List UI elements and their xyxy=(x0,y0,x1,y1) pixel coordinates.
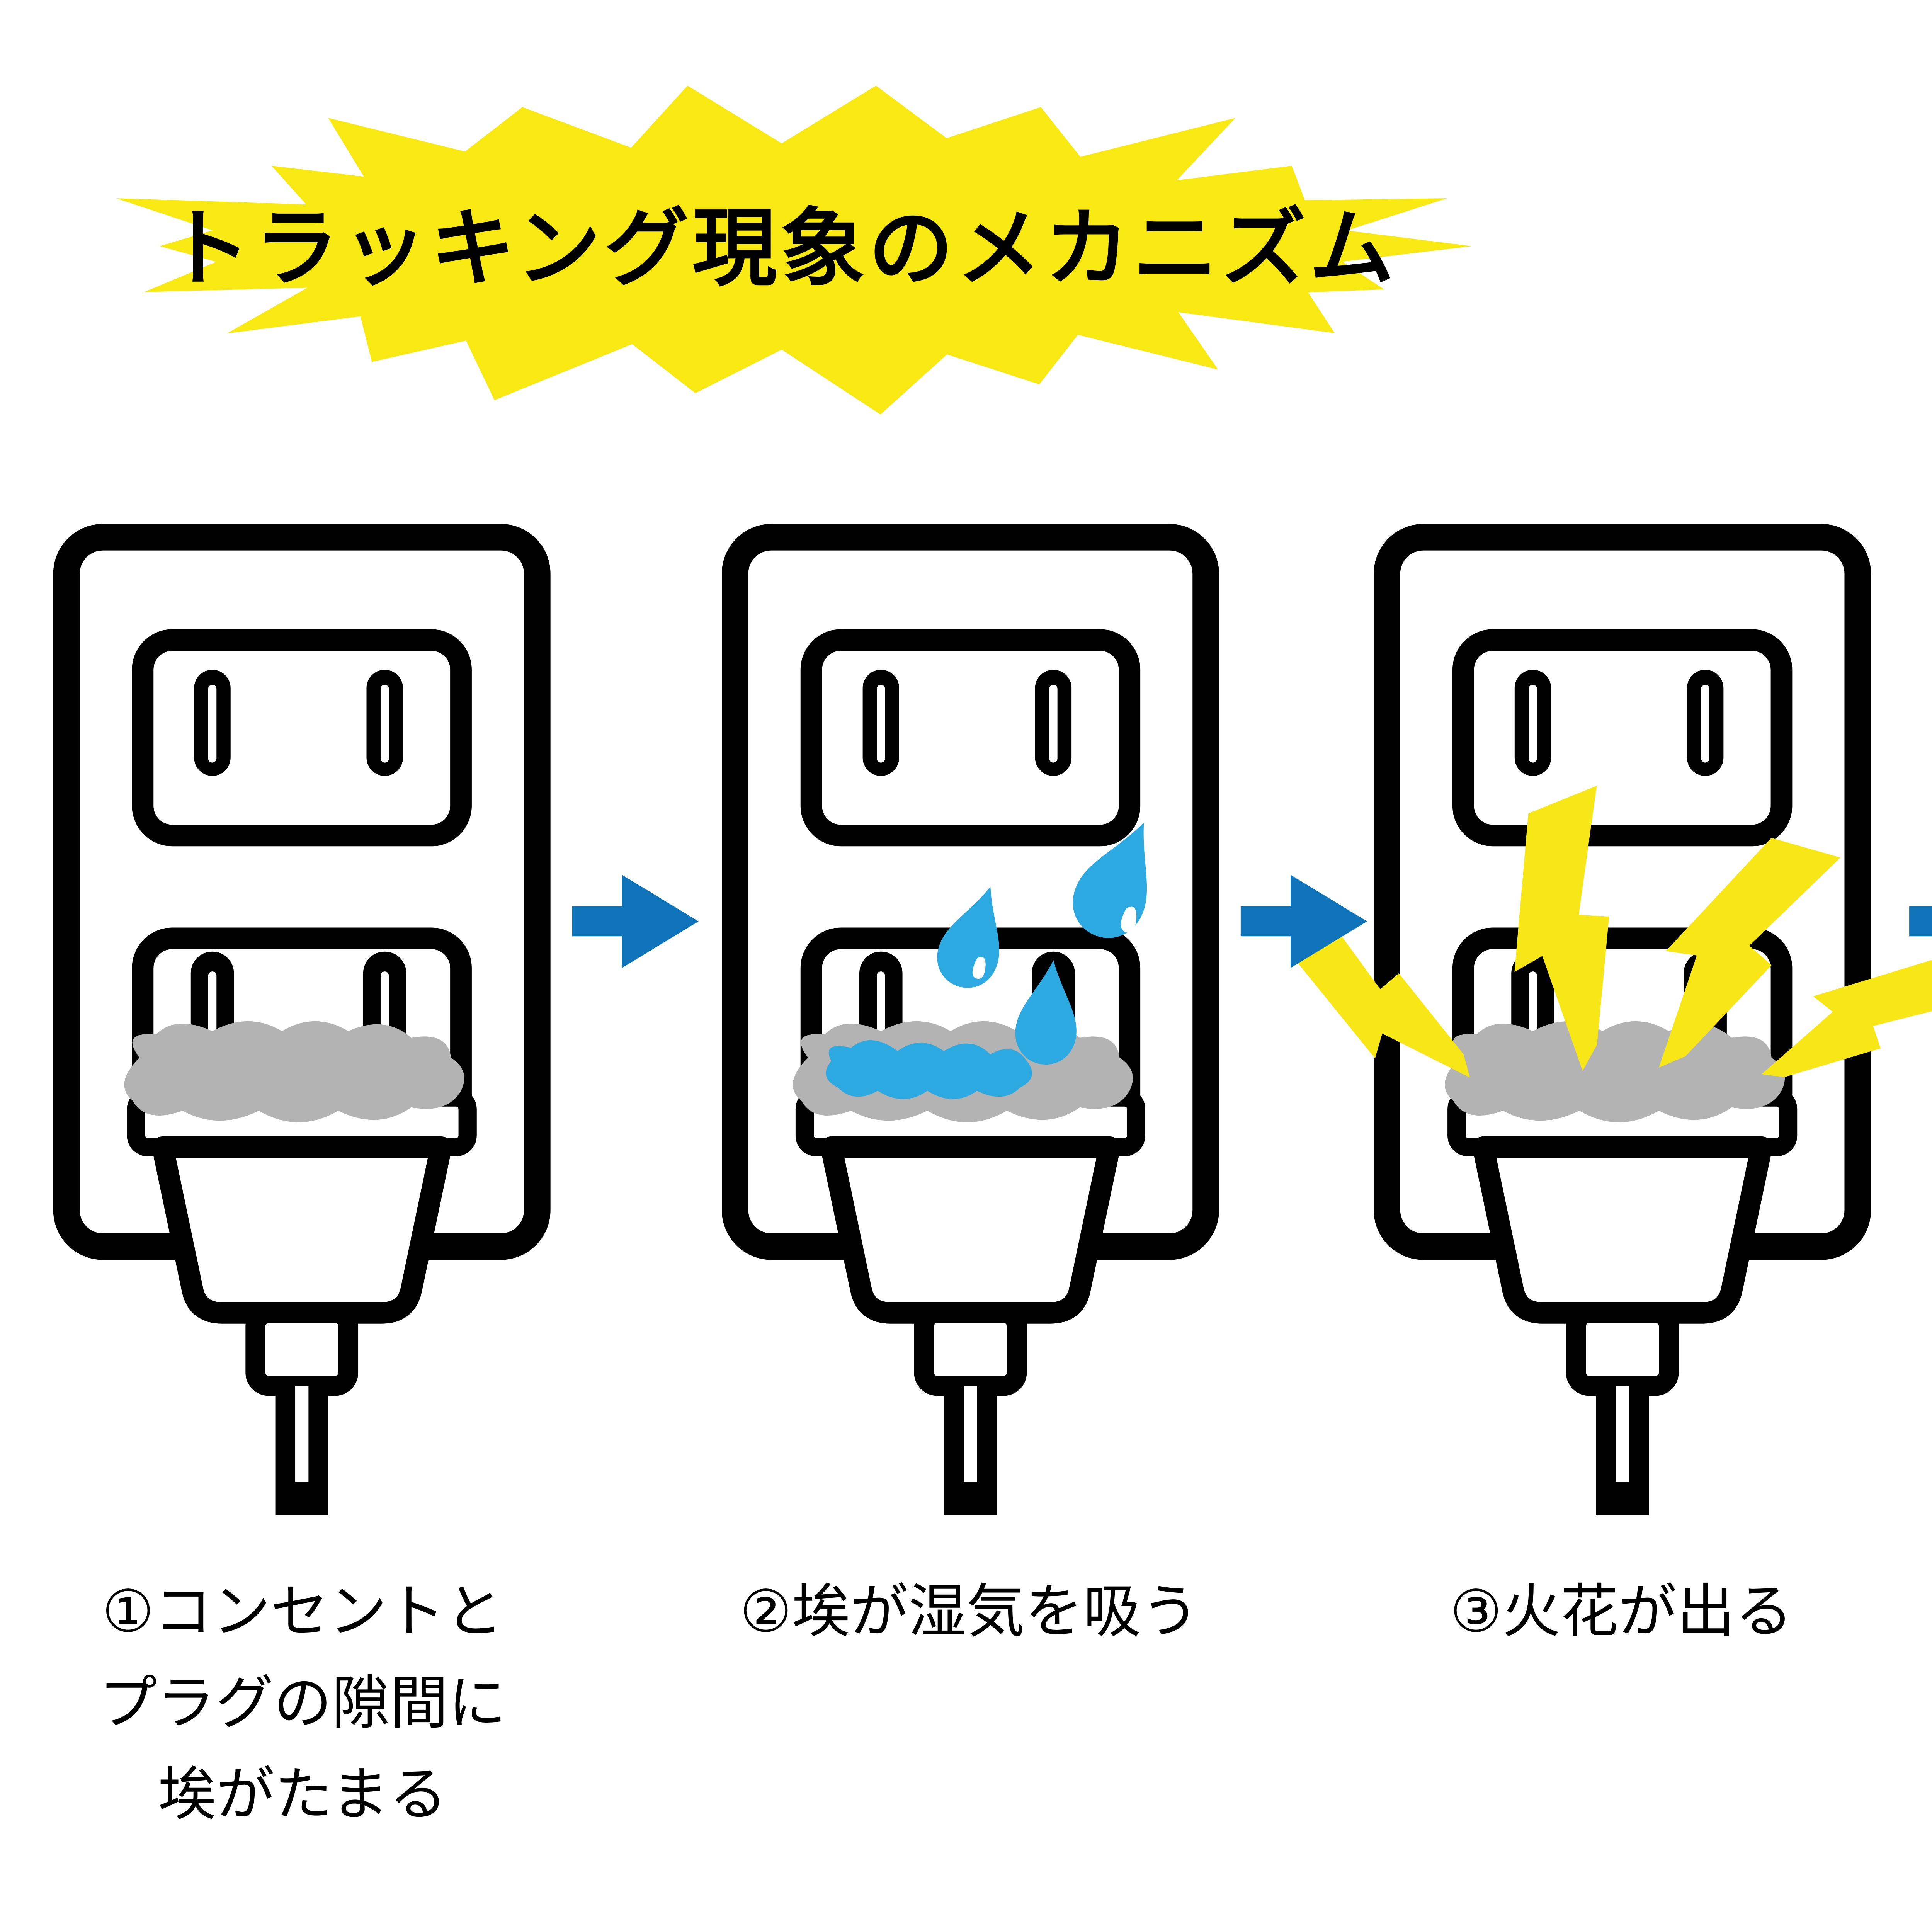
stage-2-caption: ②埃が湿気を吸う xyxy=(612,1566,1327,1658)
page-title: トラッキング現象のメカニズム xyxy=(166,201,1398,296)
step-arrow-icon xyxy=(1909,906,1932,937)
title-burst-icon xyxy=(116,85,1472,415)
wet-dust-icon xyxy=(826,1040,1032,1099)
stage-3-caption: ③火花が出る xyxy=(1264,1566,1932,1658)
arrow-shape xyxy=(1240,874,1367,968)
stage-1-caption: ①コンセントと プラグの隙間に 埃がたまる xyxy=(0,1566,660,1841)
starburst-shape xyxy=(116,85,1472,415)
caption-line: 埃がたまる xyxy=(158,1763,447,1828)
stage-2-outlet-illustration xyxy=(722,524,1219,1552)
drop-highlight xyxy=(972,957,986,979)
step-arrow-icon xyxy=(572,874,699,968)
stage-1-outlet-illustration xyxy=(53,524,551,1552)
caption-line: ①コンセントと xyxy=(102,1580,503,1645)
arrow-shape xyxy=(572,874,699,968)
step-arrow-icon xyxy=(1240,874,1367,968)
caption-line: プラグの隙間に xyxy=(99,1671,507,1736)
caption-line: ②埃が湿気を吸う xyxy=(740,1580,1200,1645)
drop-highlight xyxy=(1121,906,1136,933)
arrow-shape xyxy=(1909,906,1932,937)
stage-3-outlet-illustration xyxy=(1265,524,1932,1552)
caption-line: ③火花が出る xyxy=(1450,1580,1793,1645)
